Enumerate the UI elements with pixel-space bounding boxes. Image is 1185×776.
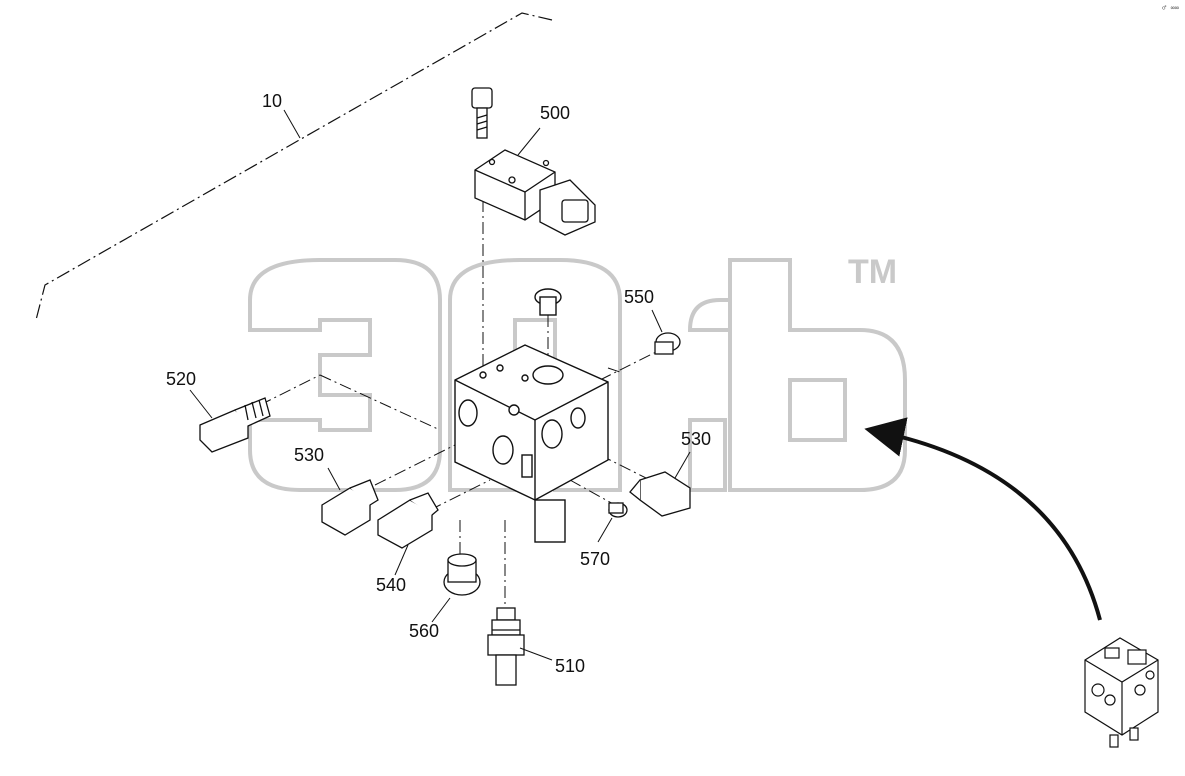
location-arrow [864,417,1102,621]
callout-510: 510 [555,656,586,676]
watermark-logo [248,258,907,492]
leader-540 [394,544,409,576]
part-560-plug [443,553,481,596]
part-510-sensor [487,607,525,686]
centerlines [259,200,661,610]
leader-10 [283,109,301,139]
corner-mark: ♂ ∞∞ [1162,4,1179,12]
part-550-plug [654,332,681,355]
leader-560 [431,597,451,623]
part-530-left-fitting [321,479,379,536]
watermark-trademark: TM [848,253,898,291]
part-500-solenoid-valve [471,87,596,236]
part-530-right-fitting [629,471,691,517]
leader-530-right [674,451,691,479]
callout-540: 540 [376,575,407,595]
part-520-fitting [199,397,271,453]
frame-outline [35,12,553,321]
leader-500 [517,127,541,156]
callout-530-left: 530 [294,445,325,465]
callout-500: 500 [540,103,571,123]
valve-block-body [454,288,609,543]
leader-520 [189,389,213,419]
callout-520: 520 [166,369,197,389]
part-570-plug [608,502,628,518]
leader-530-left [327,467,341,491]
callout-570: 570 [580,549,611,569]
leader-510 [519,647,553,661]
assembly-thumbnail [1084,637,1159,748]
leader-570 [597,517,613,543]
leader-550 [651,309,663,333]
part-540-fitting [377,492,439,549]
callout-530-right: 530 [681,429,712,449]
callout-10: 10 [262,91,283,111]
callout-560: 560 [409,621,440,641]
callout-550: 550 [624,287,655,307]
